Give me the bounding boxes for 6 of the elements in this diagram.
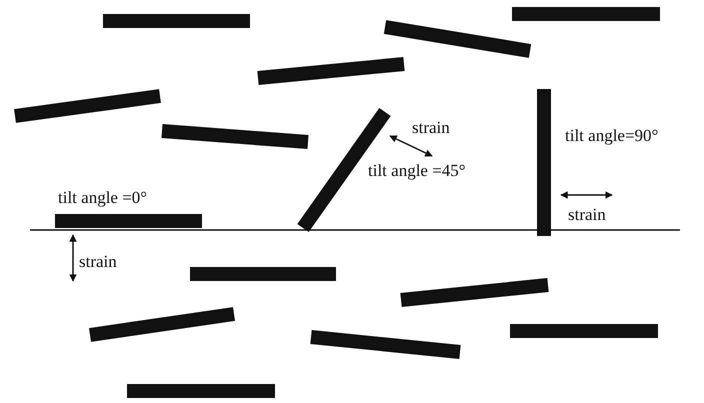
strain-label: strain	[568, 205, 606, 224]
strain-label: strain	[79, 252, 117, 271]
angle-label: tilt angle=90°	[565, 126, 658, 145]
angle-label: tilt angle =45°	[368, 161, 466, 180]
angle-label: tilt angle =0°	[58, 188, 148, 207]
strain-label: strain	[412, 118, 450, 137]
